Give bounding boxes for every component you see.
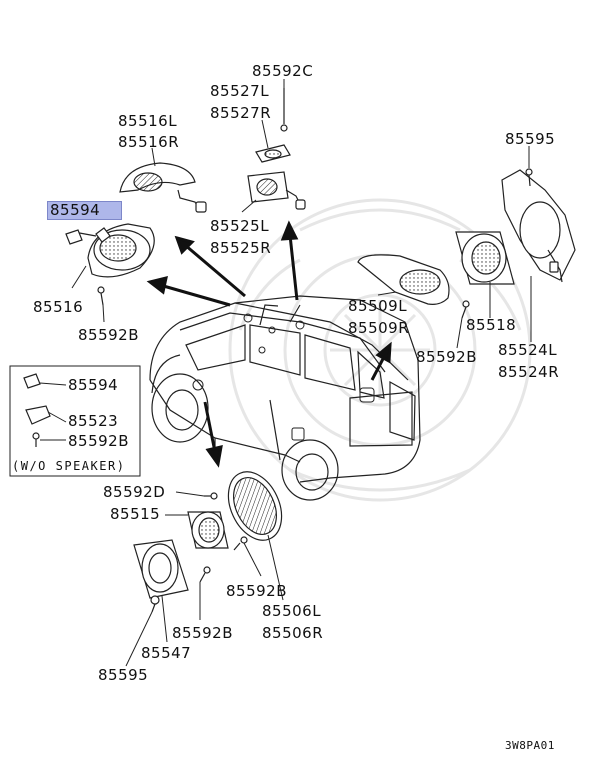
label-85509R: 85509R xyxy=(348,319,410,337)
inset-bracket-85523 xyxy=(25,405,51,425)
screw-85595-top xyxy=(525,168,533,187)
label-85516L: 85516L xyxy=(118,112,178,130)
vehicle-body xyxy=(149,295,421,483)
label-85595-top: 85595 xyxy=(505,130,556,148)
tweeter-85525 xyxy=(247,171,306,210)
inset-clip-85594 xyxy=(23,373,41,389)
label-85592C: 85592C xyxy=(252,62,314,80)
label-85518: 85518 xyxy=(466,316,517,334)
label-85592B-mid: 85592B xyxy=(226,582,288,600)
adapter-85547 xyxy=(133,539,189,599)
bracket-85524 xyxy=(501,169,576,283)
label-85524L: 85524L xyxy=(498,341,558,359)
screw-85592B-right xyxy=(461,300,470,319)
vehicle-mount-points xyxy=(192,313,375,441)
label-85525R: 85525R xyxy=(210,239,272,257)
trim-85509 xyxy=(357,254,450,305)
label-85506L: 85506L xyxy=(262,602,322,620)
label-85506R: 85506R xyxy=(262,624,324,642)
screw-85592B-left xyxy=(97,286,105,306)
inset-caption: (W/O SPEAKER) xyxy=(12,459,126,473)
inset-label-85594: 85594 xyxy=(68,376,119,394)
label-85516R: 85516R xyxy=(118,133,180,151)
diagram-code: 3W8PA01 xyxy=(505,739,555,752)
front-speaker xyxy=(73,223,155,278)
screw-85592D xyxy=(204,492,218,500)
label-85516: 85516 xyxy=(33,298,84,316)
label-85515: 85515 xyxy=(110,505,161,523)
tweeter-cover xyxy=(119,162,207,213)
clip-85594 xyxy=(65,229,83,245)
label-85595-bottom: 85595 xyxy=(98,666,149,684)
label-85527R: 85527R xyxy=(210,104,272,122)
label-85524R: 85524R xyxy=(498,363,560,381)
label-85592B-low: 85592B xyxy=(172,624,234,642)
label-85525L: 85525L xyxy=(210,217,270,235)
vehicle-wheels xyxy=(151,373,339,501)
leader-lines xyxy=(71,79,532,667)
speaker-85515 xyxy=(187,511,229,549)
bracket-85527 xyxy=(255,144,291,163)
inset-label-85592B: 85592B xyxy=(68,432,130,450)
label-85527L: 85527L xyxy=(210,82,270,100)
screw-85592B-low xyxy=(199,566,211,583)
rear-speaker-85518 xyxy=(455,231,515,285)
inset-label-85523: 85523 xyxy=(68,412,119,430)
inset-screw-85592B xyxy=(32,432,40,447)
label-85592D: 85592D xyxy=(103,483,166,501)
label-85547: 85547 xyxy=(141,644,192,662)
inset-box xyxy=(9,365,141,477)
screw-85592C xyxy=(280,88,288,132)
label-85592B-right: 85592B xyxy=(416,348,478,366)
grille-85506 xyxy=(227,471,283,541)
screw-85595-bottom xyxy=(150,595,160,613)
screw-85592B-mid xyxy=(233,536,248,551)
label-85509L: 85509L xyxy=(348,297,408,315)
pointer-arrows xyxy=(146,220,392,468)
label-85592B-left: 85592B xyxy=(78,326,140,344)
label-85594-highlighted[interactable]: 85594 xyxy=(47,201,122,220)
